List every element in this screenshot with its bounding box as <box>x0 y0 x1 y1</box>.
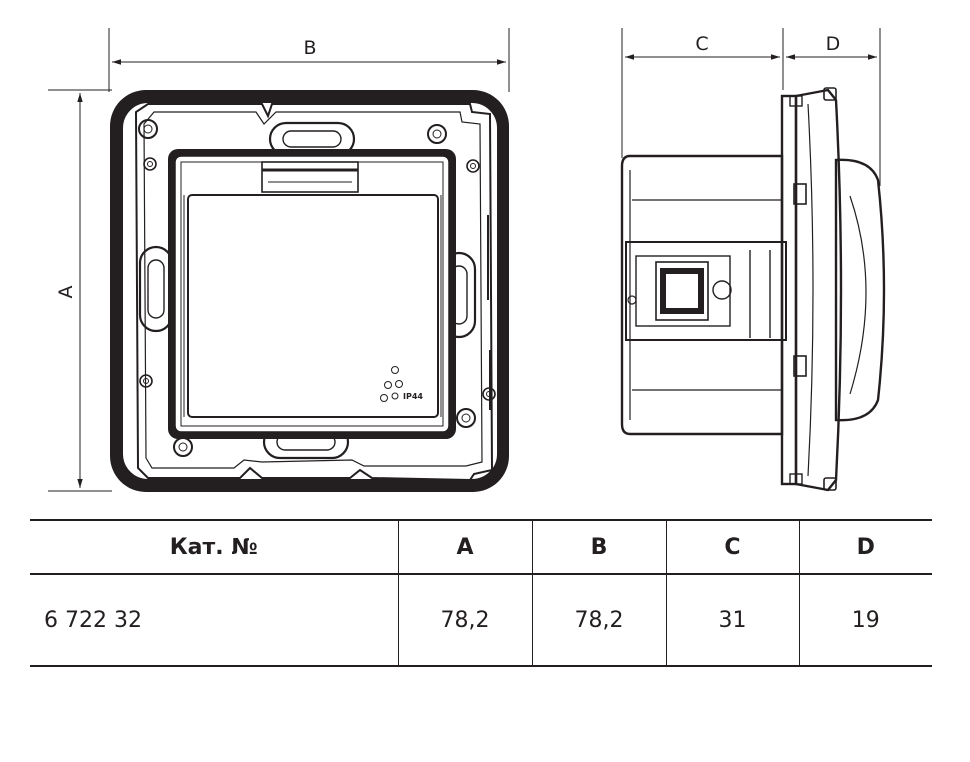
header-b: B <box>531 519 666 575</box>
dimension-label-a: A <box>55 286 77 299</box>
dimensions-table: Кат. № A B C D 6 722 32 78,2 78,2 31 19 <box>30 519 932 667</box>
cell-a: 78,2 <box>397 573 532 667</box>
dimension-label-b: B <box>303 37 316 59</box>
cell-d: 19 <box>798 573 932 667</box>
dimension-a <box>48 89 112 492</box>
cell-c: 31 <box>665 573 799 667</box>
table-row: 6 722 32 78,2 78,2 31 19 <box>30 573 932 667</box>
dimension-b <box>108 28 510 92</box>
cell-catalog-number: 6 722 32 <box>30 573 398 667</box>
table-header-row: Кат. № A B C D <box>30 519 932 575</box>
front-view <box>110 90 509 492</box>
technical-drawing: B A C D IP44 <box>48 28 886 492</box>
header-c: C <box>665 519 799 575</box>
header-catalog-number: Кат. № <box>30 519 398 575</box>
cell-b: 78,2 <box>531 573 666 667</box>
side-view <box>620 87 886 492</box>
dimension-c <box>621 28 784 158</box>
dimension-d <box>786 28 881 186</box>
ip-rating-marking: IP44 <box>403 392 423 401</box>
dimension-label-d: D <box>826 33 841 55</box>
header-a: A <box>397 519 532 575</box>
header-d: D <box>798 519 932 575</box>
dimension-label-c: C <box>695 33 708 55</box>
